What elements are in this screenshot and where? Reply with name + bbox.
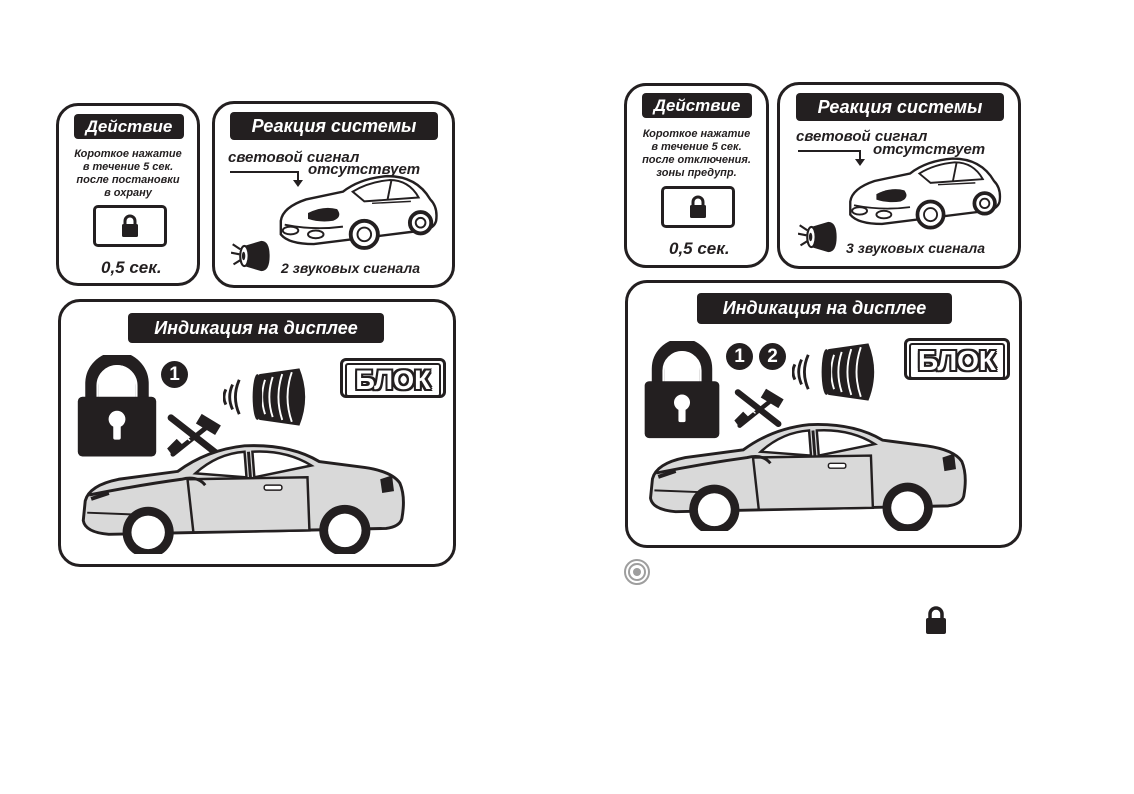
left-action-duration: 0,5 сек. (101, 258, 162, 277)
left-display-header: Индикация на дисплее (128, 313, 384, 343)
target-icon (624, 559, 650, 585)
left-action-header: Действие (74, 114, 184, 139)
car-icon (646, 415, 976, 531)
right-action-box: Действие Короткое нажатие в течение 5 се… (624, 83, 769, 268)
action-line: Короткое нажатие (74, 148, 182, 160)
right-light-signal-label: световой сигнал (796, 128, 928, 145)
right-display-box: Индикация на дисплее 1 2 БЛОК (625, 280, 1022, 548)
left-light-status: отсутствует (308, 161, 421, 178)
right-reaction-box: Реакция системы световой сигнал отсутств… (777, 82, 1021, 269)
right-action-duration: 0,5 сек. (669, 239, 730, 258)
action-line: после отключения. (642, 154, 751, 166)
left-action-description: Короткое нажатие в течение 5 сек. после … (59, 148, 197, 200)
right-reaction-header: Реакция системы (796, 93, 1004, 121)
speaker-icon (798, 219, 840, 255)
right-sound-signals: 3 звуковых сигнала (846, 240, 985, 256)
siren-icon (223, 368, 309, 426)
left-reaction-box: Реакция системы световой сигнал отсутств… (212, 101, 455, 288)
left-display-box: Индикация на дисплее 1 БЛОК (58, 299, 456, 567)
siren-icon (792, 343, 878, 401)
right-action-header: Действие (642, 93, 752, 118)
right-display-header: Индикация на дисплее (697, 293, 952, 324)
action-line: Короткое нажатие (642, 128, 751, 140)
car-icon (844, 153, 1004, 237)
block-indicator-label: БЛОК (909, 343, 1005, 379)
action-line: зоны предупр. (656, 167, 737, 179)
action-line: после постановки (76, 174, 180, 186)
left-light-signal-label: световой сигнал (228, 149, 360, 166)
zone-number-badge: 1 (726, 343, 753, 370)
right-lock-key-button (661, 186, 735, 228)
lock-icon (926, 606, 946, 634)
block-indicator-label: БЛОК (345, 363, 441, 397)
action-line: в течение 5 сек. (82, 161, 174, 173)
signal-arrow (798, 150, 865, 166)
lock-icon (120, 214, 140, 238)
car-icon (275, 170, 440, 258)
left-lock-key-button (93, 205, 167, 247)
action-line: в течение 5 сек. (651, 141, 742, 153)
zone-number-badge: 1 (161, 361, 188, 388)
block-indicator: БЛОК (904, 338, 1010, 380)
speaker-icon (231, 238, 273, 274)
right-action-description: Короткое нажатие в течение 5 сек. после … (627, 128, 766, 180)
car-icon (79, 436, 414, 554)
zone-number-badge: 2 (759, 343, 786, 370)
left-sound-signals: 2 звуковых сигнала (281, 260, 420, 276)
block-indicator: БЛОК (340, 358, 446, 398)
right-light-status: отсутствует (873, 141, 986, 158)
left-reaction-header: Реакция системы (230, 112, 438, 140)
lock-icon (688, 195, 708, 219)
signal-arrow (230, 171, 303, 187)
left-action-box: Действие Короткое нажатие в течение 5 се… (56, 103, 200, 286)
action-line: в охрану (104, 187, 152, 199)
